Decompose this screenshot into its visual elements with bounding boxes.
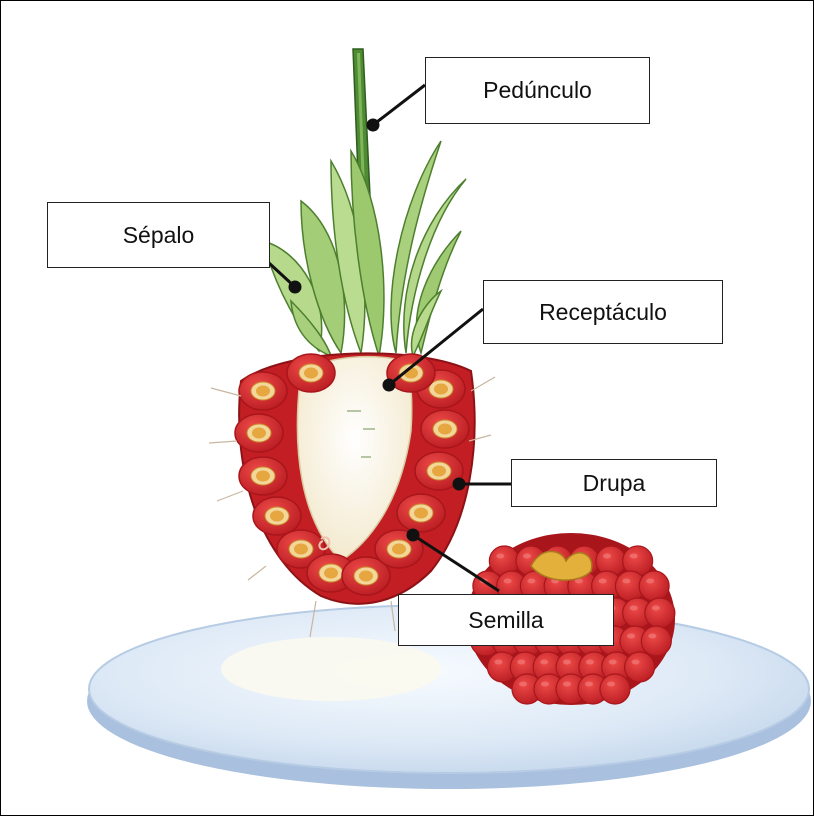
whole-drupelet — [645, 598, 675, 628]
whole-drupelet — [641, 626, 671, 656]
label-receptacle-text: Receptáculo — [539, 299, 667, 326]
label-sepal: Sépalo — [47, 202, 270, 268]
label-seed: Semilla — [398, 594, 614, 646]
drupelet — [253, 497, 301, 535]
label-peduncle-text: Pedúnculo — [483, 77, 592, 104]
label-drupe: Drupa — [511, 459, 717, 507]
whole-drupelet — [625, 652, 655, 682]
drupelet — [239, 372, 287, 410]
drupelet — [397, 494, 445, 532]
label-drupe-text: Drupa — [583, 470, 646, 497]
label-sepal-text: Sépalo — [123, 222, 195, 249]
drupelet — [239, 457, 287, 495]
drupelet — [421, 410, 469, 448]
whole-drupelet — [600, 674, 630, 704]
label-seed-text: Semilla — [468, 607, 543, 634]
drupelet — [235, 414, 283, 452]
whole-drupelet — [639, 571, 669, 601]
drupelet — [287, 354, 335, 392]
label-peduncle: Pedúnculo — [425, 57, 650, 124]
label-receptacle: Receptáculo — [483, 280, 723, 344]
